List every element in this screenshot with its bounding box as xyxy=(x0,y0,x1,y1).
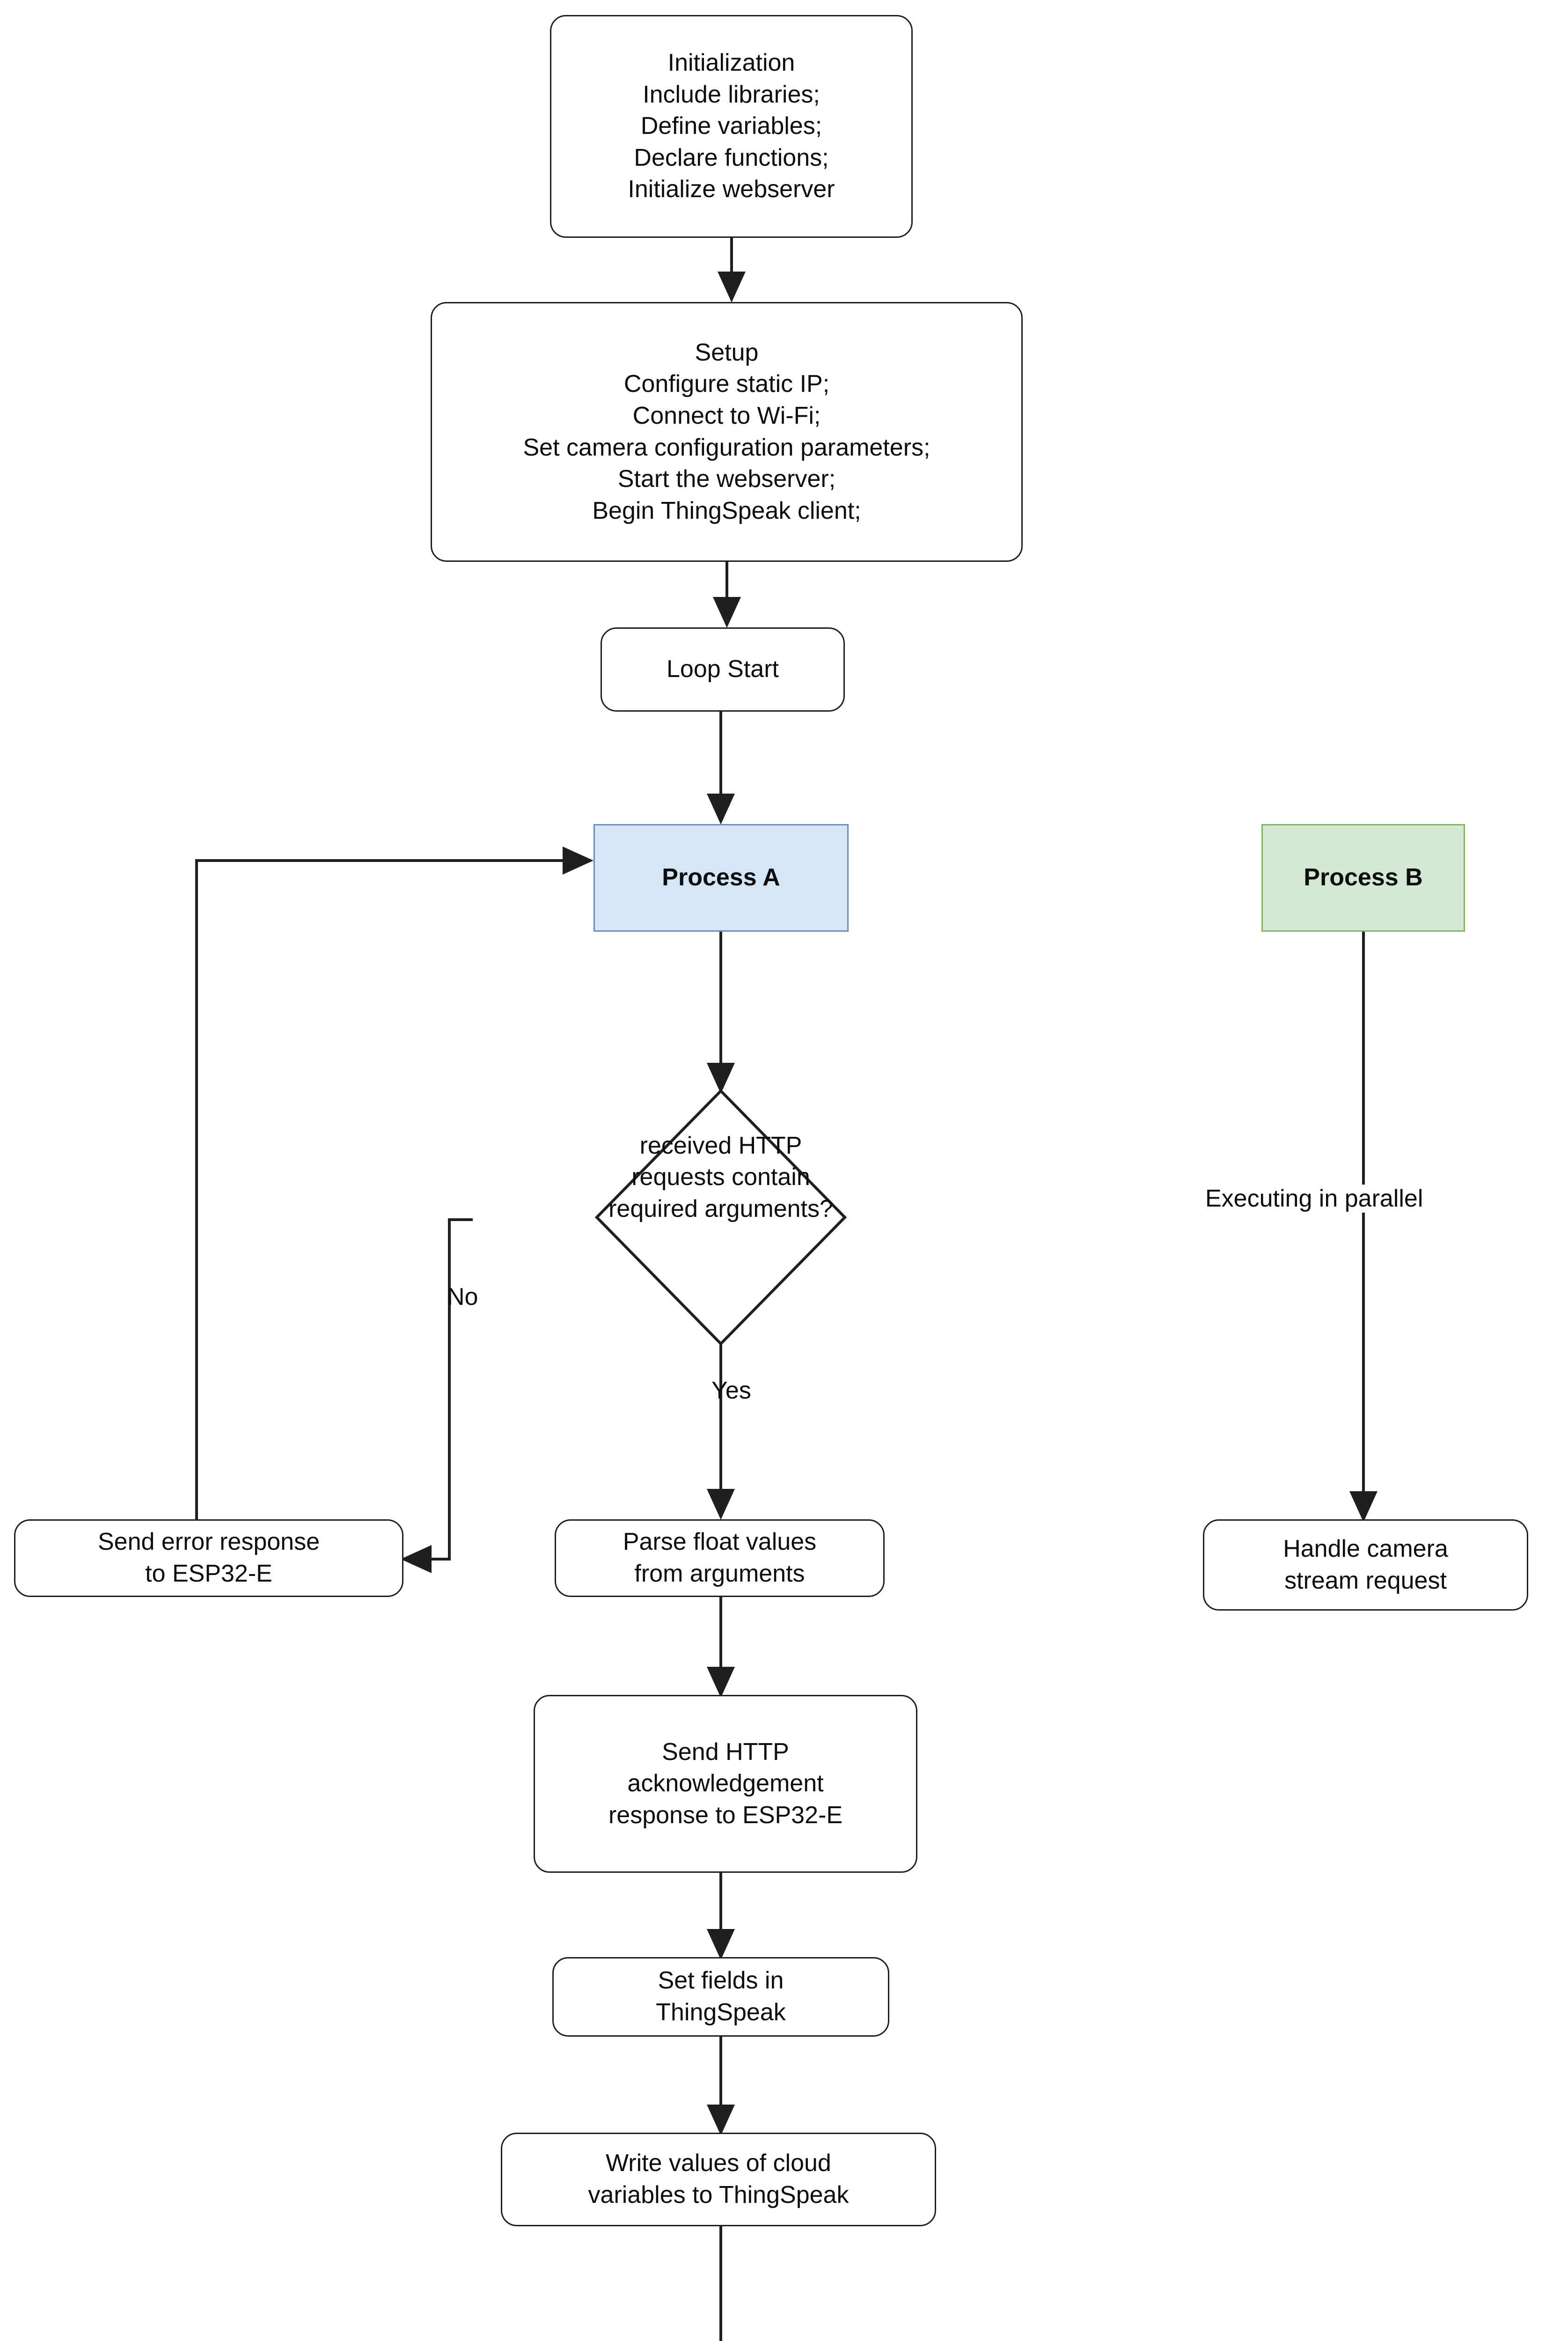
node-initialization[interactable]: Initialization Include libraries; Define… xyxy=(550,15,913,238)
node-initialization-label: Initialization Include libraries; Define… xyxy=(628,49,835,203)
node-handle-camera-stream-label: Handle camera stream request xyxy=(1283,1535,1448,1594)
edge-label-no-text: No xyxy=(447,1283,478,1310)
node-write-values-thingspeak[interactable]: Write values of cloud variables to Thing… xyxy=(501,2133,936,2226)
edge-label-yes-text: Yes xyxy=(711,1377,751,1404)
node-process-a-label: Process A xyxy=(662,864,780,891)
node-handle-camera-stream[interactable]: Handle camera stream request xyxy=(1203,1519,1528,1611)
node-loop-start-label: Loop Start xyxy=(667,655,779,683)
node-send-error-response-label: Send error response to ESP32-E xyxy=(97,1528,320,1587)
edge-label-yes: Yes xyxy=(711,1377,751,1405)
node-send-error-response[interactable]: Send error response to ESP32-E xyxy=(14,1519,403,1597)
node-send-http-acknowledgement[interactable]: Send HTTP acknowledgement response to ES… xyxy=(534,1695,917,1873)
node-parse-float-values-label: Parse float values from arguments xyxy=(623,1528,817,1587)
node-setup[interactable]: Setup Configure static IP; Connect to Wi… xyxy=(431,302,1023,562)
edge-label-executing-in-parallel: Executing in parallel xyxy=(1202,1185,1427,1213)
edge-label-executing-in-parallel-text: Executing in parallel xyxy=(1205,1185,1423,1212)
node-setup-label: Setup Configure static IP; Connect to Wi… xyxy=(523,339,931,524)
node-process-b[interactable]: Process B xyxy=(1261,824,1465,932)
node-loop-start[interactable]: Loop Start xyxy=(601,627,845,712)
node-process-b-label: Process B xyxy=(1304,864,1423,891)
edge-label-no: No xyxy=(447,1283,478,1311)
node-set-fields-thingspeak[interactable]: Set fields in ThingSpeak xyxy=(552,1957,889,2037)
node-parse-float-values[interactable]: Parse float values from arguments xyxy=(555,1519,885,1597)
node-set-fields-thingspeak-label: Set fields in ThingSpeak xyxy=(656,1967,786,2026)
decision-diamond xyxy=(594,1089,847,1346)
edge-error-loopback-to-processa xyxy=(195,847,593,1519)
edge-decision-no-to-error xyxy=(401,1218,473,1573)
node-send-http-acknowledgement-label: Send HTTP acknowledgement response to ES… xyxy=(608,1738,843,1829)
node-write-values-thingspeak-label: Write values of cloud variables to Thing… xyxy=(588,2150,849,2208)
node-process-a[interactable]: Process A xyxy=(593,824,849,932)
